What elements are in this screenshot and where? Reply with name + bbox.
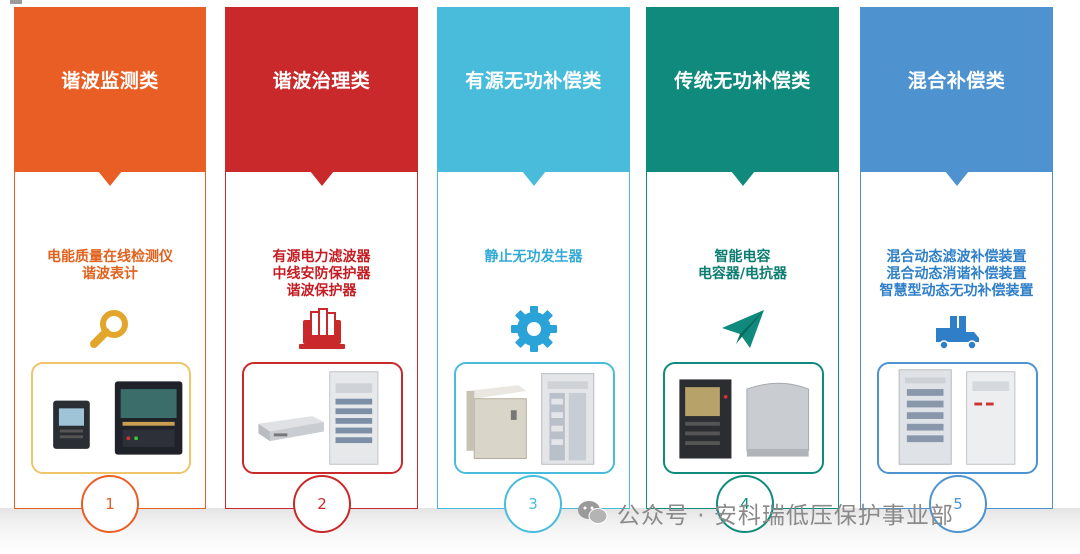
product-photo [898, 369, 1016, 465]
product-photo [258, 371, 379, 465]
card-description: 静止无功发生器 [440, 249, 627, 266]
step-number-1: 1 [81, 475, 139, 533]
product-photo-box [242, 362, 403, 474]
card-description: 智能电容 电容器/电抗器 [649, 249, 836, 283]
product-line: 混合动态消谐补偿装置 [886, 266, 1027, 282]
card-header [438, 8, 629, 186]
product-line: 智能电容 [714, 249, 771, 265]
card-description: 电能质量在线检测仪 谐波表计 [17, 249, 203, 283]
card-header [647, 8, 838, 186]
product-line: 有源电力滤波器 [272, 249, 371, 265]
product-line: 混合动态滤波补偿装置 [886, 249, 1027, 265]
product-photo-box [877, 362, 1038, 474]
paper-plane-icon [721, 310, 764, 348]
card-header [226, 8, 417, 186]
product-photo [53, 381, 183, 455]
product-photo-box [663, 362, 824, 474]
step-number-2: 2 [293, 475, 351, 533]
magnifier-icon [90, 310, 128, 348]
category-card-traditional-reactive-compensation[interactable]: 传统无功补偿类 智能电容 电容器/电抗器 [646, 7, 839, 509]
step-number-5: 5 [929, 475, 987, 533]
card-description: 混合动态滤波补偿装置 混合动态消谐补偿装置 智慧型动态无功补偿装置 [863, 249, 1050, 300]
product-line: 谐波表计 [82, 266, 138, 282]
corner-decoration [10, 0, 22, 4]
product-line: 中线安防保护器 [272, 266, 371, 282]
card-header [861, 8, 1052, 186]
product-photo-box [454, 362, 615, 474]
computer-files-icon [298, 308, 345, 349]
category-card-harmonic-monitoring[interactable]: 谐波监测类 电能质量在线检测仪 谐波表计 [14, 7, 206, 509]
step-number-4: 4 [716, 475, 774, 533]
product-line: 电容器/电抗器 [697, 266, 788, 282]
product-line: 智慧型动态无功补偿装置 [879, 283, 1034, 299]
category-card-active-reactive-compensation[interactable]: 有源无功补偿类 静止无功发生器 [437, 7, 630, 509]
card-title: 传统无功补偿类 [674, 70, 811, 92]
category-card-hybrid-compensation[interactable]: 混合补偿类 混合动态滤波补偿装置 混合动态消谐补偿装置 智慧型动态无功补偿装置 [860, 7, 1053, 509]
watermark: 公众号 · 安科瑞低压保护事业部 [577, 495, 954, 531]
product-photo-box [31, 362, 191, 474]
product-photo [679, 379, 810, 459]
card-title: 混合补偿类 [907, 70, 1006, 92]
product-line: 电能质量在线检测仪 [47, 249, 173, 265]
watermark-text: 公众号 · 安科瑞低压保护事业部 [617, 503, 954, 529]
card-title: 谐波监测类 [61, 70, 159, 92]
product-line: 静止无功发生器 [484, 249, 583, 265]
card-title: 谐波治理类 [272, 70, 371, 92]
card-title: 有源无功补偿类 [465, 70, 602, 92]
product-line: 谐波保护器 [286, 283, 357, 299]
wechat-icon [578, 501, 608, 524]
delivery-truck-icon [935, 314, 979, 350]
step-number-3: 3 [504, 475, 562, 533]
product-photo [466, 373, 595, 465]
gear-icon [510, 306, 557, 352]
card-description: 有源电力滤波器 中线安防保护器 谐波保护器 [228, 249, 415, 300]
category-card-harmonic-treatment[interactable]: 谐波治理类 有源电力滤波器 中线安防保护器 谐波保护器 [225, 7, 418, 509]
card-header [15, 8, 205, 186]
